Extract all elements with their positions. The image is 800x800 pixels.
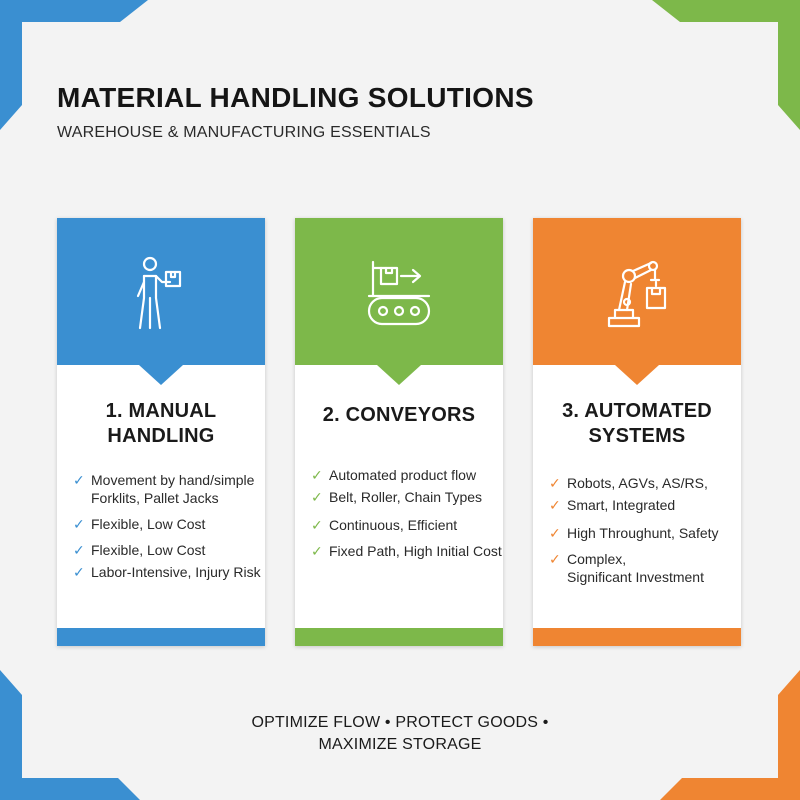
card-heading-line2: HANDLING: [107, 425, 215, 447]
checkmark-icon: ✓: [549, 497, 561, 513]
card-heading-line1: 3. AUTOMATED: [562, 400, 712, 422]
feature-list: ✓ Movement by hand/simple Forklits, Pall…: [57, 471, 265, 581]
card-header-band: [57, 218, 265, 385]
card-heading-line2: SYSTEMS: [588, 425, 686, 447]
page-title: MATERIAL HANDLING SOLUTIONS: [57, 82, 534, 113]
card-header-band: [295, 218, 503, 385]
person-carrying-box-icon: [126, 254, 196, 339]
checkmark-icon: ✓: [73, 564, 85, 580]
corner-decoration-bottom-right: [660, 670, 800, 800]
checkmark-icon: ✓: [549, 551, 561, 567]
feature-item: ✓ Robots, AGVs, AS/RS,: [549, 475, 708, 491]
card-notch: [377, 365, 421, 385]
card-bottom-bar: [533, 628, 741, 646]
corner-decoration-bottom-left: [0, 670, 140, 800]
card-heading-line1: 2. CONVEYORS: [322, 404, 476, 426]
card-header-band: [533, 218, 741, 385]
feature-item: ✓ Flexible, Low Cost: [73, 516, 206, 532]
checkmark-icon: ✓: [549, 525, 561, 541]
robotic-arm-icon: [597, 254, 677, 339]
header: MATERIAL HANDLING SOLUTIONS WAREHOUSE & …: [57, 82, 534, 142]
feature-list: ✓ Robots, AGVs, AS/RS, ✓ Smart, Integrat…: [533, 474, 741, 586]
card-notch: [139, 365, 183, 385]
card-heading-line1: 1. MANUAL: [105, 400, 217, 422]
footer-line1: OPTIMIZE FLOW • PROTECT GOODS •: [251, 714, 549, 731]
card-heading: 2. CONVEYORS: [295, 403, 503, 428]
feature-list: ✓ Automated product flow ✓ Belt, Roller,…: [295, 466, 503, 560]
feature-item: ✓ Continuous, Efficient: [311, 517, 458, 533]
page-subtitle: WAREHOUSE & MANUFACTURING ESSENTIALS: [57, 124, 431, 141]
feature-item: ✓ Movement by hand/simple Forklits, Pall…: [73, 472, 255, 506]
feature-item: ✓ Fixed Path, High Initial Cost: [311, 543, 502, 559]
conveyor-belt-icon: [359, 254, 439, 339]
card-automated-systems: 3. AUTOMATED SYSTEMS ✓ Robots, AGVs, AS/…: [533, 218, 741, 646]
feature-item: ✓ Flexible, Low Cost: [73, 542, 206, 558]
feature-item: ✓ High Throughunt, Safety: [549, 525, 719, 541]
card-heading: 3. AUTOMATED SYSTEMS: [533, 399, 741, 449]
checkmark-icon: ✓: [311, 467, 323, 483]
checkmark-icon: ✓: [311, 489, 323, 505]
checkmark-icon: ✓: [73, 516, 85, 532]
feature-item: ✓ Complex, Significant Investment: [549, 551, 704, 585]
checkmark-icon: ✓: [311, 517, 323, 533]
corner-decoration-top-left: [0, 0, 148, 130]
card-bottom-bar: [295, 628, 503, 646]
feature-item: ✓ Belt, Roller, Chain Types: [311, 489, 483, 505]
feature-item: ✓ Smart, Integrated: [549, 497, 676, 513]
checkmark-icon: ✓: [549, 475, 561, 491]
card-heading: 1. MANUAL HANDLING: [57, 399, 265, 449]
card-notch: [615, 365, 659, 385]
footer-line2: MAXIMIZE STORAGE: [318, 736, 482, 753]
corner-decoration-top-right: [652, 0, 800, 130]
feature-item: ✓ Automated product flow: [311, 467, 477, 483]
footer-tagline: OPTIMIZE FLOW • PROTECT GOODS • MAXIMIZE…: [0, 712, 800, 756]
checkmark-icon: ✓: [311, 543, 323, 559]
checkmark-icon: ✓: [73, 472, 85, 488]
card-conveyors: 2. CONVEYORS ✓ Automated product flow ✓ …: [295, 218, 503, 646]
feature-item: ✓ Labor-Intensive, Injury Risk: [73, 564, 261, 580]
card-bottom-bar: [57, 628, 265, 646]
card-manual-handling: 1. MANUAL HANDLING ✓ Movement by hand/si…: [57, 218, 265, 646]
checkmark-icon: ✓: [73, 542, 85, 558]
